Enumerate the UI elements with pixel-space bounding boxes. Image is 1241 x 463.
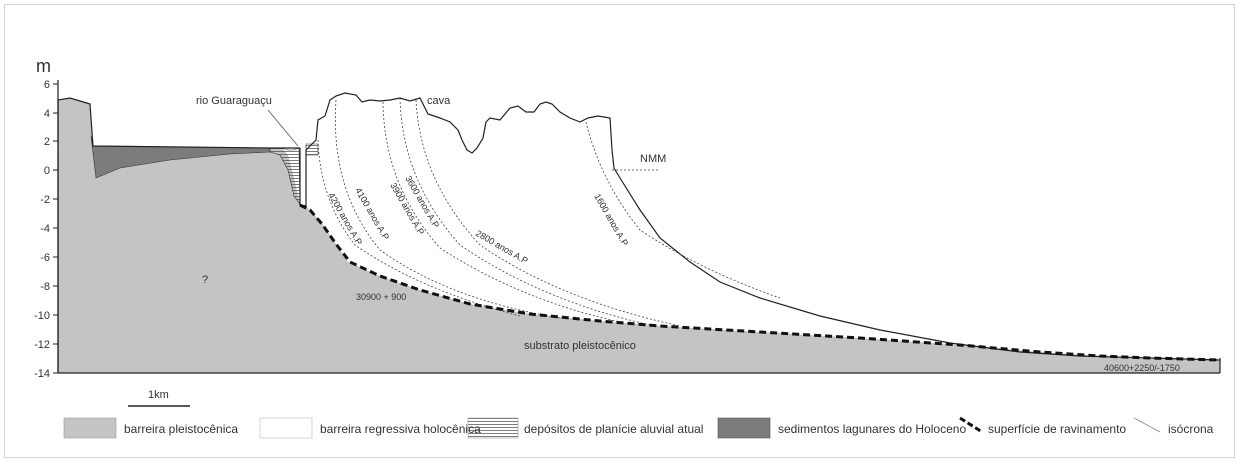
isochron-3900 [382, 101, 621, 323]
axis-unit-label: m [36, 56, 51, 76]
y-tick-label: 0 [44, 165, 50, 177]
legend-swatch-pleistocene [63, 417, 117, 439]
y-tick-label: -12 [34, 339, 50, 351]
y-tick-label: -14 [34, 368, 50, 380]
y-tick-label: 2 [44, 136, 50, 148]
river-label: rio Guaraguaçu [196, 95, 272, 107]
legend-label: depósitos de planície aluvial atual [524, 422, 703, 436]
y-tick-label: 4 [44, 108, 50, 120]
scale-bar-label: 1km [148, 389, 169, 401]
legend-swatch-alluvial [467, 417, 519, 439]
legend-swatch-isochron [1133, 417, 1161, 433]
substrate-label: substrato pleistocênico [524, 340, 636, 352]
isochron-lines [317, 97, 781, 327]
legend-swatch-holocene [259, 417, 313, 439]
legend-swatch-lagoon [717, 417, 771, 439]
ravinement-surface [299, 203, 1221, 362]
nmm-label: NMM [640, 153, 666, 165]
isochron-2800 [415, 99, 681, 327]
isochron-1600 [585, 121, 781, 299]
y-tick-label: -10 [34, 310, 50, 322]
question-mark-label: ? [202, 274, 208, 286]
legend-label: barreira pleistocênica [124, 422, 238, 436]
legend: barreira pleistocênica barreira regressi… [63, 416, 1214, 439]
holocene-barrier-profile [299, 92, 1221, 361]
legend-label: barreira regressiva holocênica [320, 422, 481, 436]
isochron-label-1600: 1600 anos A.P [592, 192, 630, 248]
legend-label: sedimentos lagunares do Holoceno [778, 422, 966, 436]
pleistocene-outline [57, 97, 300, 373]
y-tick-label: -4 [40, 223, 50, 235]
legend-label: isócrona [1168, 422, 1214, 436]
isochron-4200 [317, 139, 521, 317]
alluvial-deposits-east [305, 143, 319, 156]
pleistocene-barrier-area [58, 98, 1220, 373]
cava-label: cava [427, 95, 451, 107]
y-tick-label: -8 [40, 281, 50, 293]
figure-frame [4, 4, 1235, 458]
y-tick-label: -2 [40, 194, 50, 206]
legend-label: superfície de ravinamento [988, 422, 1126, 436]
date-end-label: 40600+2250/-1750 [1104, 363, 1180, 373]
legend-swatch-ravinement [959, 416, 983, 434]
isochron-4100 [335, 99, 561, 319]
y-tick-label: -6 [40, 252, 50, 264]
isochron-3600 [399, 97, 651, 326]
y-tick-label: 6 [44, 79, 50, 91]
river-leader-line [267, 109, 299, 147]
y-axis-ticks: 6 4 2 0 -2 -4 -6 -8 -10 -12 -14 [34, 79, 58, 380]
date-base-label: 30900 + 900 [356, 292, 406, 302]
